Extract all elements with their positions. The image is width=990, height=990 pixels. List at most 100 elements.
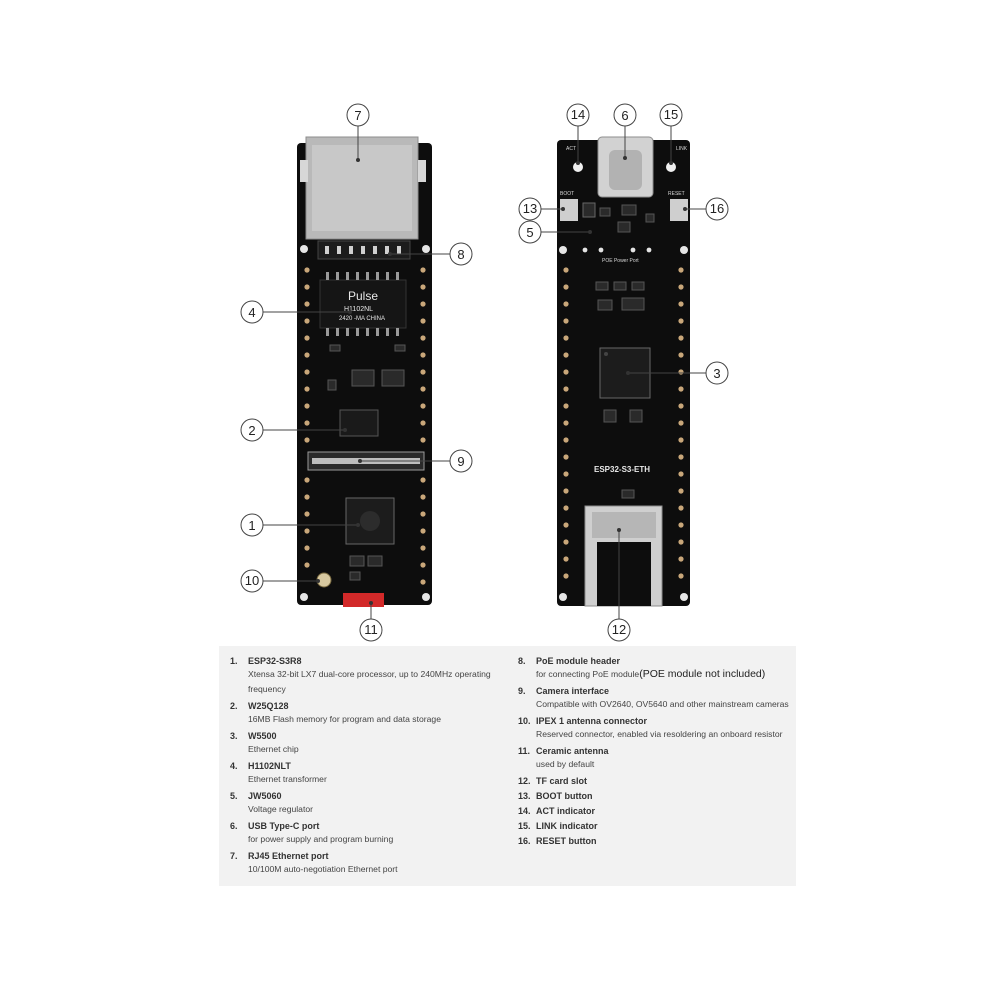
- callout-16: 16: [705, 197, 729, 221]
- svg-text:11: 11: [364, 622, 378, 637]
- callout-14: 14: [566, 103, 590, 127]
- legend-item-title-text: BOOT button: [536, 791, 593, 801]
- legend-item-title: 9.Camera interface: [518, 686, 790, 697]
- legend-item-description: Compatible with OV2640, OV5640 and other…: [518, 697, 790, 712]
- legend-item-description-text: Xtensa 32-bit LX7 dual-core processor, u…: [248, 669, 491, 694]
- poe-power-port-silk: POE Power Port: [602, 258, 639, 264]
- callout-lines: [263, 126, 708, 619]
- legend-item-number: 3.: [230, 731, 238, 741]
- legend-item: 16.RESET button: [518, 836, 790, 847]
- legend-item-description-text: 10/100M auto-negotiation Ethernet port: [248, 864, 398, 874]
- svg-text:10: 10: [245, 573, 259, 588]
- boot-silk: BOOT: [560, 191, 574, 197]
- legend-item: 14. ACT indicator: [518, 806, 790, 817]
- legend-item-number: 6.: [230, 821, 238, 831]
- callout-1: 1: [240, 513, 264, 537]
- act-silk: ACT: [566, 146, 576, 152]
- legend-item-number: 7.: [230, 851, 238, 861]
- legend-item-number: 10.: [518, 716, 531, 726]
- svg-text:15: 15: [664, 107, 678, 122]
- legend-item-description: Reserved connector, enabled via resolder…: [518, 727, 790, 742]
- legend-item-description-text: for connecting PoE module: [536, 669, 640, 679]
- legend-item: 12.TF card slot: [518, 776, 790, 787]
- legend-item-title: 4. H1102NLT: [230, 761, 510, 772]
- legend-item: 11. Ceramic antenna used by default: [518, 746, 790, 772]
- legend-item-title: 6.USB Type-C port: [230, 821, 510, 832]
- legend-item-title: 13.BOOT button: [518, 791, 790, 802]
- legend-item-description-text: Voltage regulator: [248, 804, 313, 814]
- legend-item: 7. RJ45 Ethernet port 10/100M auto-negotia…: [230, 851, 510, 877]
- pulse-transformer: [319, 279, 407, 329]
- reset-button: [670, 199, 688, 221]
- legend-item-number: 11.: [518, 746, 531, 756]
- link-silk: LINK: [676, 146, 688, 152]
- legend-item-number: 8.: [518, 656, 526, 666]
- legend-item-title: 3. W5500: [230, 731, 510, 742]
- legend-item-title-text: RESET button: [536, 836, 597, 846]
- legend-item-number: 2.: [230, 701, 238, 711]
- legend-item: 13.BOOT button: [518, 791, 790, 802]
- flash-chip: [339, 409, 379, 437]
- legend-item-title-text: W25Q128: [248, 701, 289, 711]
- legend-item-number: 4.: [230, 761, 238, 771]
- legend-item-title-text: W5500: [248, 731, 277, 741]
- legend-item-title-text: ACT indicator: [536, 806, 596, 816]
- svg-text:1: 1: [248, 518, 255, 533]
- legend-item-title: 12.TF card slot: [518, 776, 790, 787]
- callouts: 7 8 4 2 9 1 10 11 14 6 15 13 5 16 3 12: [240, 103, 729, 642]
- legend-item: 15. LINK indicator: [518, 821, 790, 832]
- callout-11: 11: [359, 618, 383, 642]
- legend-item-description: for power supply and program burning: [230, 832, 510, 847]
- legend-item-title-text: PoE module header: [536, 656, 621, 666]
- pulse-part-text: H1102NL: [344, 306, 373, 313]
- callout-5: 5: [518, 220, 542, 244]
- pulse-code-text: 2420 -MA CHINA: [339, 316, 385, 322]
- svg-text:6: 6: [621, 108, 628, 123]
- legend-item-title-text: RJ45 Ethernet port: [248, 851, 329, 861]
- svg-text:16: 16: [710, 201, 724, 216]
- legend-item-number: 1.: [230, 656, 238, 666]
- legend-item-number: 15.: [518, 821, 531, 831]
- legend-item-title-text: LINK indicator: [536, 821, 598, 831]
- svg-text:8: 8: [457, 247, 464, 262]
- legend-item-description: Xtensa 32-bit LX7 dual-core processor, u…: [230, 667, 510, 697]
- legend-item-number: 9.: [518, 686, 526, 696]
- legend-item-title-text: JW5060: [248, 791, 282, 801]
- reset-silk: RESET: [668, 191, 685, 197]
- legend-item-note: (POE module not included): [639, 668, 766, 680]
- legend-item-description-text: used by default: [536, 759, 595, 769]
- board-front: Pulse H1102NL 2420 -MA CHINA: [297, 136, 432, 607]
- legend-item-title-text: Ceramic antenna: [536, 746, 609, 756]
- ceramic-antenna: [343, 593, 384, 607]
- legend-item-description-text: Reserved connector, enabled via resolder…: [536, 729, 783, 739]
- legend-item-number: 14.: [518, 806, 531, 816]
- legend-item-title: 8. PoE module header: [518, 656, 790, 667]
- legend-item-title-text: IPEX 1 antenna connector: [536, 716, 648, 726]
- svg-text:4: 4: [248, 305, 255, 320]
- svg-text:7: 7: [354, 108, 361, 123]
- legend-item-description-text: Compatible with OV2640, OV5640 and other…: [536, 699, 789, 709]
- svg-text:9: 9: [457, 454, 464, 469]
- legend-item-title: 7. RJ45 Ethernet port: [230, 851, 510, 862]
- link-led: [666, 162, 676, 172]
- legend-item-title-text: H1102NLT: [248, 761, 291, 771]
- legend-item-description: Ethernet transformer: [230, 772, 510, 787]
- legend-item-title: 2. W25Q128: [230, 701, 510, 712]
- legend-item-description-text: Ethernet transformer: [248, 774, 327, 784]
- legend-item-title: 1.ESP32-S3R8: [230, 656, 510, 667]
- legend-item-description: 16MB Flash memory for program and data s…: [230, 712, 510, 727]
- legend-item-description: for connecting PoE module(POE module not…: [518, 667, 790, 682]
- legend-item-description-text: 16MB Flash memory for program and data s…: [248, 714, 441, 724]
- board-diagram: Pulse H1102NL 2420 -MA CHINA: [240, 103, 729, 642]
- svg-text:12: 12: [612, 622, 626, 637]
- svg-text:2: 2: [248, 423, 255, 438]
- legend-item: 4. H1102NLT Ethernet transformer: [230, 761, 510, 787]
